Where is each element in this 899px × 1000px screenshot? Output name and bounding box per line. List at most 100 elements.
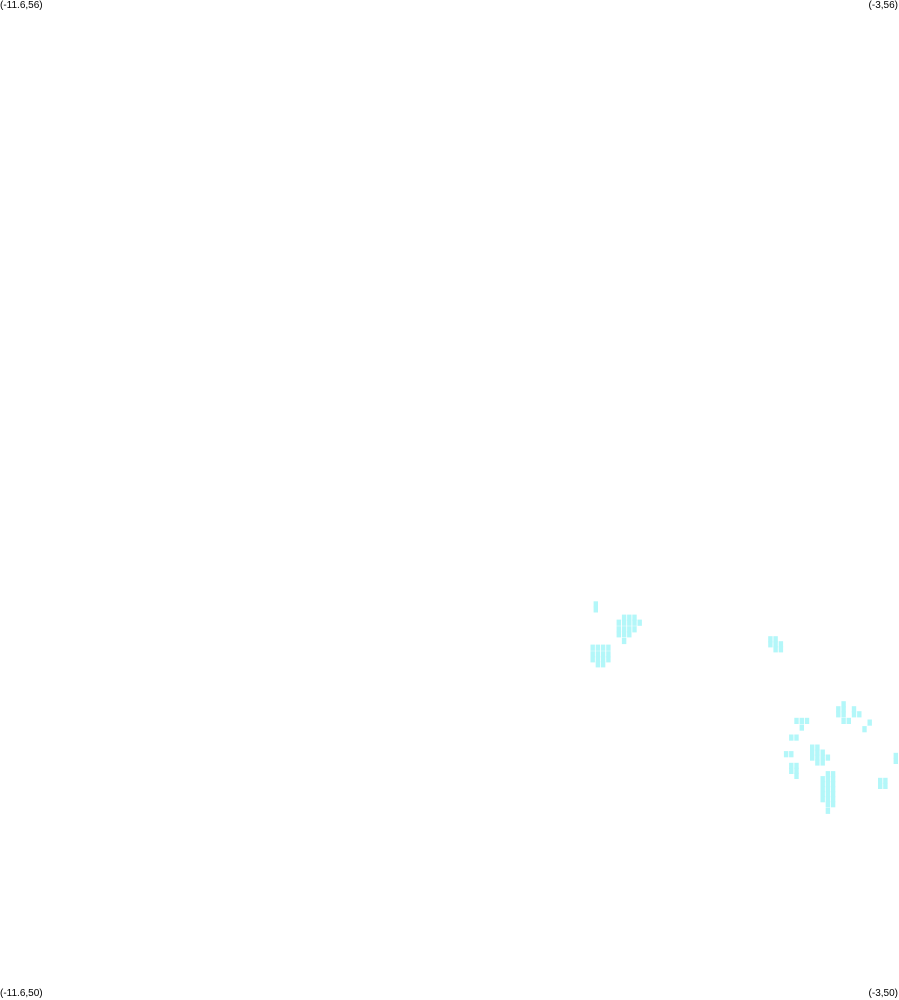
coverage-cell [632,626,637,633]
coverage-cell [825,786,831,793]
coverage-cell [794,772,799,779]
coverage-cell [595,656,601,663]
coverage-cell [789,751,794,758]
coverage-cell [789,767,794,774]
coverage-cell [621,614,627,621]
coverage-cell [820,754,825,761]
coverage-cell [830,796,836,803]
coverage-cell [799,717,804,724]
coverage-cell [825,781,831,788]
coverage-cell [883,782,888,789]
coverage-cell [862,726,867,733]
coverage-cell [841,717,846,724]
coverage-cell [590,644,595,651]
coverage-cell [606,656,611,663]
coverage-cell [804,717,810,724]
coverage-cell [851,711,857,718]
coverage-cell [825,807,831,814]
coverage-cell [799,724,804,731]
coverage-cell [600,656,606,663]
coverage-cell [830,771,836,778]
coverage-cell [820,759,825,766]
coverage-cell [794,734,799,741]
coverage-cell [773,641,778,648]
coverage-cell [595,651,601,658]
coverage-cell [825,791,831,798]
coverage-cell [600,661,606,668]
coverage-cell [768,641,773,648]
coverage-cell [794,767,799,774]
coverage-cell [590,656,595,663]
coverage-cell [768,636,773,643]
coverage-cell [857,711,862,718]
coverage-cell [841,711,846,718]
coverage-cell [621,619,627,626]
coverage-cell [825,754,831,761]
coverage-cell [820,786,825,793]
coverage-cell [789,734,794,741]
coverage-cell [773,636,778,643]
coverage-cell [825,771,831,778]
coverage-cell [820,781,825,788]
corner-label-top-left: (-11.6,56) [0,0,43,11]
coverage-cell [830,791,836,798]
coverage-cell [893,752,898,759]
coverage-cell [606,651,611,658]
coverage-cell [878,777,883,784]
coverage-cell [836,706,841,713]
coverage-cell [600,644,606,651]
coverage-cell [825,776,831,783]
coverage-cell [883,777,888,784]
coverage-cell [810,744,815,751]
coverage-cell [815,759,820,766]
coverage-cell [773,646,778,653]
coverage-cell [627,626,632,633]
coverage-cell [621,637,627,645]
corner-label-bottom-right: (-3,50) [868,988,898,999]
coverage-cell [616,631,621,638]
coverage-cell [830,776,836,783]
coverage-cell [810,749,815,756]
coverage-cell [632,619,637,626]
coverage-cell [815,749,820,756]
coverage-cells-layer [590,601,898,814]
coverage-cell [878,782,883,789]
coverage-cell [778,641,784,648]
coverage-cell [830,801,836,808]
coverage-cell [616,619,621,626]
coverage-cell [632,614,637,621]
corner-label-bottom-left: (-11.6,50) [0,988,43,999]
coverage-cell [627,631,632,638]
coverage-cell [836,711,841,718]
coverage-cell [846,717,851,724]
coverage-cell [825,796,831,803]
coverage-cell [867,719,872,726]
coverage-cell [616,626,621,633]
coverage-cell [627,614,632,621]
corner-label-top-right: (-3,56) [868,0,898,11]
coverage-cell [830,786,836,793]
coverage-cell [621,631,627,638]
coverage-cell [627,619,632,626]
coverage-cell [794,717,799,724]
coverage-cell [778,646,784,653]
coverage-cell [820,796,825,803]
coverage-cell [794,762,799,769]
coverage-cell [825,801,831,808]
coverage-cell [820,749,825,756]
coverage-cell [606,644,611,651]
coverage-cell [841,706,846,713]
coverage-cell [789,762,794,769]
coverage-cell [815,754,820,761]
coverage-cell [600,651,606,658]
coverage-cell [621,626,627,633]
coverage-cell [893,757,898,764]
coverage-cell [595,661,601,668]
coverage-cell [820,791,825,798]
coverage-cell [783,751,789,758]
coverage-cell [593,601,598,608]
coverage-cell [841,701,846,708]
coverage-cell [815,744,820,751]
coverage-cell [820,776,825,783]
